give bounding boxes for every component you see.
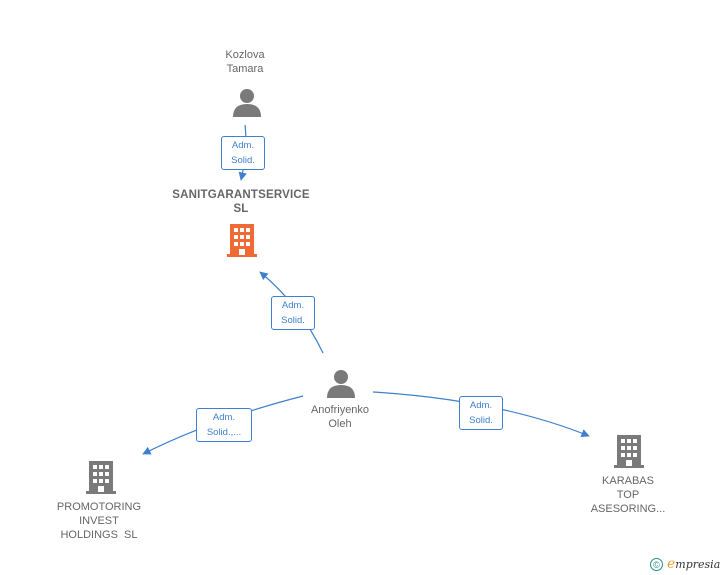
- node-label-line: Tamara: [226, 63, 264, 75]
- node-label-line: PROMOTORING: [56, 501, 142, 513]
- edge-label-line: Adm.: [281, 300, 305, 311]
- edge-label-kozlova-sanitgarant[interactable]: Adm. Solid.: [221, 136, 265, 170]
- edge-label-line: Solid.: [231, 155, 255, 166]
- building-icon[interactable]: [86, 461, 116, 494]
- copyright-icon: ©: [650, 557, 663, 571]
- node-label-line: SL: [233, 203, 249, 215]
- node-label-line: HOLDINGS SL: [60, 529, 138, 541]
- edge-label-line: Solid.: [281, 315, 305, 326]
- node-label-line: TOP: [616, 489, 640, 501]
- building-icon[interactable]: [614, 435, 644, 468]
- building-icon[interactable]: [227, 224, 257, 257]
- empresia-credit[interactable]: © empresia: [650, 556, 720, 572]
- node-label-anofriyenko[interactable]: Anofriyenko Oleh: [298, 403, 382, 431]
- node-label-line: Anofriyenko: [310, 404, 370, 416]
- node-label-line: ASESORING...: [590, 503, 666, 515]
- node-label-line: Oleh: [328, 418, 352, 430]
- edge-label-line: Solid.: [469, 415, 493, 426]
- edge-label-anofriyenko-sanitgarant[interactable]: Adm. Solid.: [271, 296, 315, 330]
- edge-label-line: Solid.,...: [206, 427, 242, 438]
- edge-label-anofriyenko-promotoring[interactable]: Adm. Solid.,...: [196, 408, 252, 442]
- node-label-line: KARABAS: [602, 475, 654, 487]
- node-label-kozlova[interactable]: Kozlova Tamara: [205, 48, 285, 76]
- logo-text: mpresia: [675, 558, 721, 571]
- logo-initial: e: [667, 556, 676, 572]
- node-label-line: Kozlova: [225, 49, 265, 61]
- node-label-sanitgarant[interactable]: SANITGARANTSERVICE SL: [160, 188, 322, 216]
- node-label-promotoring[interactable]: PROMOTORING INVEST HOLDINGS SL: [44, 500, 154, 542]
- node-label-karabas[interactable]: KARABAS TOP ASESORING...: [578, 474, 678, 516]
- edge-label-line: Adm.: [469, 400, 493, 411]
- edge-label-line: Adm.: [212, 412, 236, 423]
- person-icon[interactable]: [233, 89, 261, 117]
- person-icon[interactable]: [327, 370, 355, 398]
- edge-label-anofriyenko-karabas[interactable]: Adm. Solid.: [459, 396, 503, 430]
- empresia-logo: empresia: [667, 556, 720, 572]
- node-label-line: INVEST: [79, 515, 119, 527]
- node-label-line: SANITGARANTSERVICE: [172, 189, 310, 201]
- edge-label-line: Adm.: [231, 140, 255, 151]
